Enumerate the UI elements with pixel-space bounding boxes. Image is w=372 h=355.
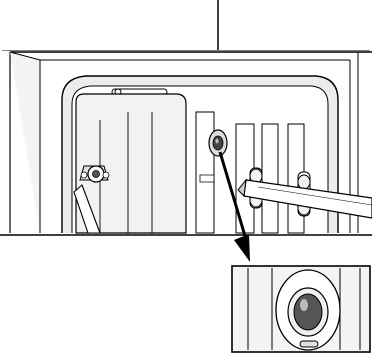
callout-box (231, 265, 371, 353)
main-view (0, 50, 372, 236)
indicator-led (208, 129, 228, 157)
mounting-rod (73, 184, 101, 234)
callout-arrow (218, 151, 250, 262)
thumbscrew (79, 165, 110, 183)
expansion-slot-cover (75, 93, 187, 234)
indicator-led-closeup (275, 269, 341, 351)
screwdriver (237, 178, 372, 219)
